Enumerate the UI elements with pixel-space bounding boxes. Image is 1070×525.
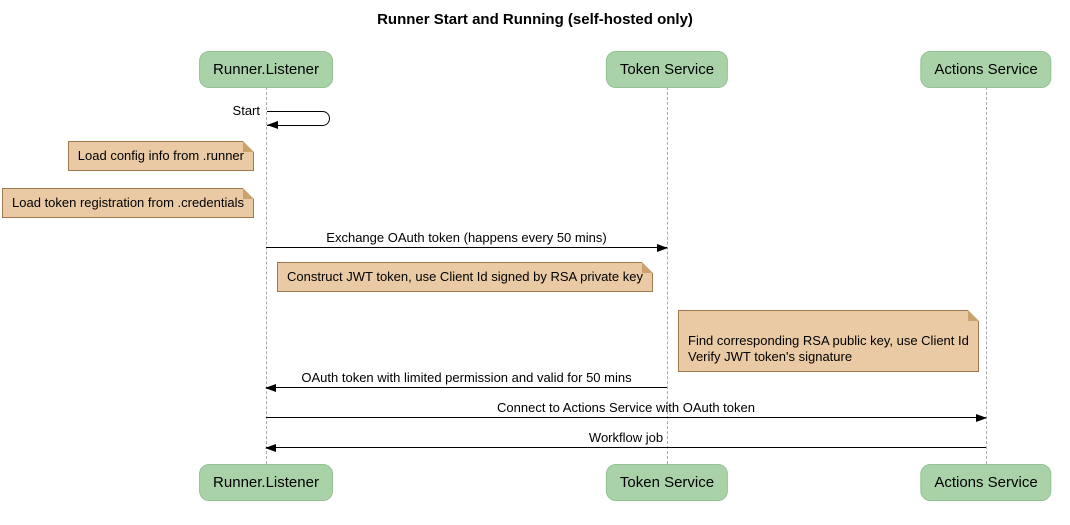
arrowhead-left-icon xyxy=(265,384,276,392)
lifeline-token-service xyxy=(667,87,668,464)
message-label: Exchange OAuth token (happens every 50 m… xyxy=(326,230,607,245)
note-verify-jwt: Find corresponding RSA public key, use C… xyxy=(678,310,979,372)
message-connect-actions-service: Connect to Actions Service with OAuth to… xyxy=(266,400,987,422)
note-text: Load config info from .runner xyxy=(77,148,244,163)
participant-token-service-top: Token Service xyxy=(605,51,729,88)
participant-actions-service-bottom: Actions Service xyxy=(920,464,1052,501)
note-load-config: Load config info from .runner xyxy=(67,141,255,171)
participant-runner-listener-top: Runner.Listener xyxy=(199,51,333,88)
message-label: OAuth token with limited permission and … xyxy=(301,370,632,385)
message-exchange-oauth-token: Exchange OAuth token (happens every 50 m… xyxy=(266,230,668,252)
note-text: Find corresponding RSA public key, use C… xyxy=(688,333,969,364)
lifeline-runner-listener xyxy=(266,87,267,464)
lifeline-actions-service xyxy=(986,87,987,464)
note-load-token-registration: Load token registration from .credential… xyxy=(2,188,254,218)
message-start-label: Start xyxy=(232,103,260,118)
note-text: Construct JWT token, use Client Id signe… xyxy=(287,269,643,284)
arrowhead-left-icon xyxy=(265,444,276,452)
message-label: Connect to Actions Service with OAuth to… xyxy=(497,400,755,415)
arrowhead-right-icon xyxy=(657,244,668,252)
arrowhead-right-icon xyxy=(976,414,987,422)
arrowhead-left-icon xyxy=(267,121,278,129)
participant-token-service-bottom: Token Service xyxy=(605,464,729,501)
diagram-title: Runner Start and Running (self-hosted on… xyxy=(377,11,693,28)
participant-runner-listener-bottom: Runner.Listener xyxy=(199,464,333,501)
message-start-loop-line xyxy=(267,111,330,126)
message-label: Workflow job xyxy=(588,430,664,445)
message-oauth-token-returned: OAuth token with limited permission and … xyxy=(265,370,667,392)
participant-actions-service-top: Actions Service xyxy=(920,51,1052,88)
note-construct-jwt: Construct JWT token, use Client Id signe… xyxy=(277,262,653,292)
message-workflow-job: Workflow job xyxy=(265,430,986,452)
note-text: Load token registration from .credential… xyxy=(12,195,244,210)
